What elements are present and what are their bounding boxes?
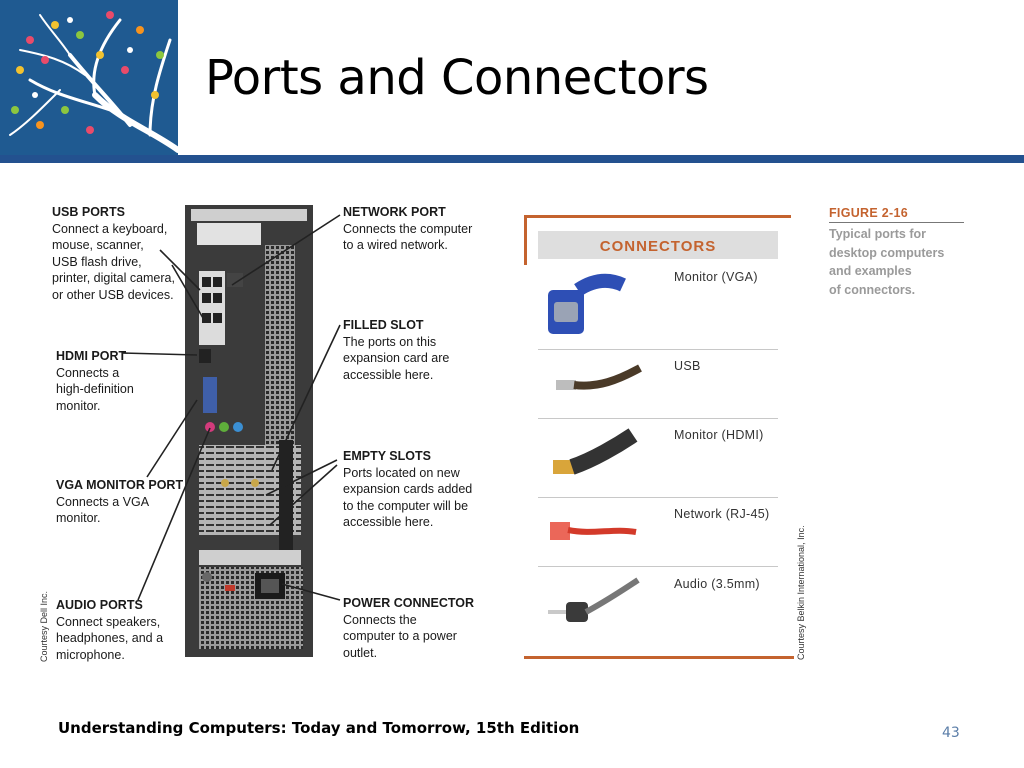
filled-slot-heading: FILLED SLOT [343, 318, 424, 332]
figure-caption: Typical ports for desktop computers and … [829, 225, 944, 299]
connector-label-usb: USB [674, 359, 701, 373]
slide-footer: Understanding Computers: Today and Tomor… [58, 719, 580, 737]
usb-connector-icon [556, 364, 642, 390]
caption-line: and examples [829, 264, 912, 278]
caption-line: desktop computers [829, 245, 945, 260]
callout-line: expansion cards added [343, 482, 473, 496]
connectors-heading: CONNECTORS [599, 238, 717, 255]
vga-port-heading: VGA MONITOR PORT [56, 478, 184, 492]
caption-line: Typical ports for [829, 227, 927, 241]
slide-title: Ports and Connectors [205, 50, 709, 106]
callout-line: Connect a keyboard, [52, 221, 168, 236]
filled-slot-callout: FILLED SLOT The ports on this expansion … [343, 317, 449, 383]
audio-ports-callout: AUDIO PORTS Connect speakers, headphones… [56, 597, 163, 663]
hdmi-port-callout: HDMI PORT Connects a high-definition mon… [56, 348, 134, 414]
callout-line: printer, digital camera, [52, 271, 175, 285]
connector-label-audio: Audio (3.5mm) [674, 577, 760, 591]
connector-divider [538, 349, 778, 350]
hdmi-port-heading: HDMI PORT [56, 349, 127, 363]
audio-ports-heading: AUDIO PORTS [56, 598, 143, 612]
callout-line: microphone. [56, 647, 125, 662]
vga-port-callout: VGA MONITOR PORT Connects a VGA monitor. [56, 477, 183, 527]
connector-images [548, 273, 642, 622]
callout-line: Connects a VGA [56, 494, 150, 509]
connector-label-vga: Monitor (VGA) [674, 270, 758, 284]
connector-divider [538, 497, 778, 498]
power-connector-heading: POWER CONNECTOR [343, 596, 475, 610]
connector-divider [538, 418, 778, 419]
connector-label-hdmi: Monitor (HDMI) [674, 428, 764, 442]
callout-line: USB flash drive, [52, 254, 142, 269]
usb-ports-heading: USB PORTS [52, 205, 125, 219]
callout-line: expansion card are [343, 351, 450, 365]
callout-line: Connects the [343, 612, 417, 627]
connector-divider [538, 566, 778, 567]
callout-line: The ports on this [343, 334, 437, 349]
callout-line: monitor. [56, 398, 101, 413]
callout-line: accessible here. [343, 367, 434, 382]
callout-line: Connects the computer [343, 221, 473, 236]
callout-line: headphones, and a [56, 631, 164, 645]
empty-slots-callout: EMPTY SLOTS Ports located on new expansi… [343, 448, 472, 531]
connectors-header-bar [538, 231, 778, 259]
network-port-callout: NETWORK PORT Connects the computer to a … [343, 204, 472, 254]
callout-line: monitor. [56, 511, 101, 525]
vga-connector-icon [548, 273, 626, 334]
belkin-credit: Courtesy Belkin International, Inc. [796, 525, 806, 660]
hdmi-connector-icon [553, 428, 638, 475]
power-connector-callout: POWER CONNECTOR Connects the computer to… [343, 595, 474, 661]
connector-label-network: Network (RJ-45) [674, 507, 770, 521]
page-number: 43 [942, 725, 960, 741]
callout-line: or other USB devices. [52, 287, 174, 302]
callout-line: Connects a [56, 365, 120, 380]
callout-line: high-definition [56, 382, 134, 396]
connectors-panel-frame [524, 215, 794, 659]
desktop-tower-image [185, 205, 313, 657]
callout-line: to the computer will be [343, 498, 469, 513]
usb-ports-callout: USB PORTS Connect a keyboard, mouse, sca… [52, 204, 175, 303]
callout-line: to a wired network. [343, 238, 448, 252]
title-underline-bar [0, 155, 1024, 163]
tree-logo [0, 0, 178, 156]
figure-rule [829, 222, 964, 223]
callout-line: computer to a power [343, 629, 457, 643]
callout-line: Connect speakers, [56, 614, 161, 629]
caption-line: of connectors. [829, 282, 916, 297]
rj45-connector-icon [550, 522, 637, 540]
callout-line: outlet. [343, 645, 378, 660]
network-port-heading: NETWORK PORT [343, 205, 446, 219]
callout-line: Ports located on new [343, 465, 460, 480]
empty-slots-heading: EMPTY SLOTS [343, 449, 431, 463]
callout-line: accessible here. [343, 515, 434, 529]
callout-line: mouse, scanner, [52, 238, 144, 252]
figure-title: FIGURE 2-16 [829, 206, 909, 220]
audio-jack-icon [548, 577, 640, 622]
